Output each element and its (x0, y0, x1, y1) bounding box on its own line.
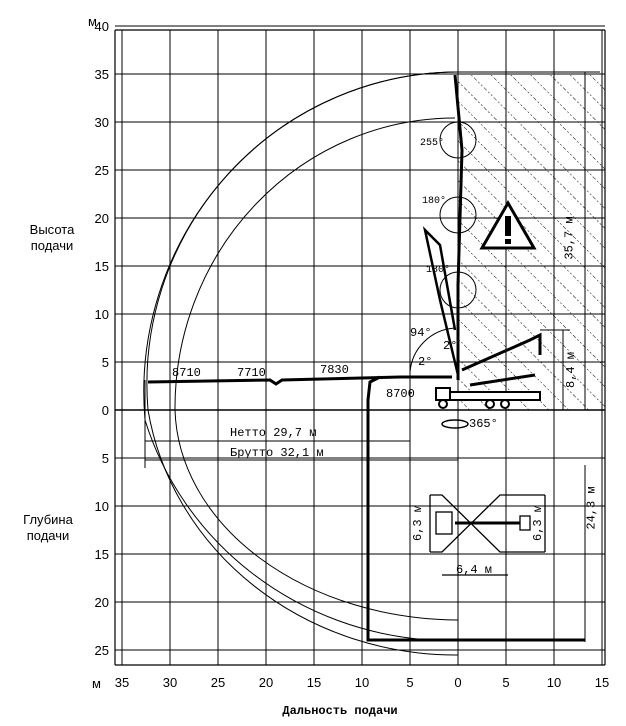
rotation-icon (441, 419, 469, 429)
boom-section-2: 7710 (237, 366, 266, 380)
y-tick-label: 30 (95, 115, 109, 130)
angle-2a: 2° (443, 339, 458, 353)
height-base: 8,4 м (564, 351, 579, 389)
y-title-height: Высота подачи (29, 222, 75, 253)
height-total: 35,7 м (562, 216, 577, 260)
boom-horizontal (147, 375, 452, 386)
outrigger-width: 6,4 м (456, 563, 493, 577)
inner-reach-arc (174, 117, 459, 621)
y-tick-label: 0 (102, 403, 109, 418)
boom-short (461, 332, 542, 372)
x-tick-label: 10 (355, 675, 369, 690)
brutto-reach: Брутто 32,1 м (230, 446, 324, 460)
warning-icon (479, 200, 537, 250)
x-tick-label: 5 (406, 675, 413, 690)
y-tick-label: 5 (102, 451, 109, 466)
y-tick-label: 20 (95, 211, 109, 226)
boom-section-1: 8710 (172, 366, 201, 380)
angle-365: 365° (469, 417, 498, 431)
x-unit: м (92, 676, 101, 691)
outrigger-plan (429, 494, 546, 576)
y-tick-label: 5 (102, 355, 109, 370)
x-tick-label: 25 (211, 675, 225, 690)
x-tick-label: 0 (454, 675, 461, 690)
y-tick-label: 15 (95, 259, 109, 274)
y-tick-label: 10 (95, 307, 109, 322)
angle-2b: 2° (418, 355, 433, 369)
angle-180b: 180° (426, 265, 451, 276)
angle-94: 94° (410, 326, 432, 340)
x-tick-label: 30 (163, 675, 177, 690)
x-tick-label: 15 (307, 675, 321, 690)
x-tick-label: 10 (547, 675, 561, 690)
x-tick-label: 20 (259, 675, 273, 690)
angle-180a: 180° (422, 196, 447, 207)
y-tick-label: 25 (95, 643, 109, 658)
angle-255: 255° (420, 138, 445, 149)
boom-folded (422, 226, 460, 376)
truck-icon (435, 373, 541, 409)
y-tick-label: 10 (95, 499, 109, 514)
x-tick-label: 15 (595, 675, 609, 690)
outrigger-left: 6,3 м (411, 504, 426, 542)
y-tick-label: 15 (95, 547, 109, 562)
y-tick-label: 40 (95, 19, 109, 34)
y-tick-label: 35 (95, 67, 109, 82)
y-title-depth: Глубина подачи (23, 512, 73, 543)
y-unit: м (88, 14, 97, 29)
outer-reach-arc-2 (143, 71, 459, 641)
boom-section-4: 8700 (386, 387, 415, 401)
axis-ticks: 40 35 30 25 20 15 10 5 0 5 10 15 20 25 35 30 25 20 15 10 5 0 5… (95, 19, 610, 690)
x-tick-label: 35 (115, 675, 129, 690)
boom-vertical-down (366, 375, 585, 642)
depth-total: 24,3 м (584, 486, 599, 530)
netto-reach: Нетто 29,7 м (230, 426, 317, 440)
y-tick-label: 25 (95, 163, 109, 178)
boom-vertical-up (453, 74, 464, 380)
boom-section-3: 7830 (320, 363, 349, 377)
outrigger-right: 6,3 м (531, 504, 546, 542)
x-title: Дальность подачи (282, 704, 398, 718)
grid (114, 25, 606, 666)
x-tick-label: 5 (502, 675, 509, 690)
y-tick-label: 20 (95, 595, 109, 610)
